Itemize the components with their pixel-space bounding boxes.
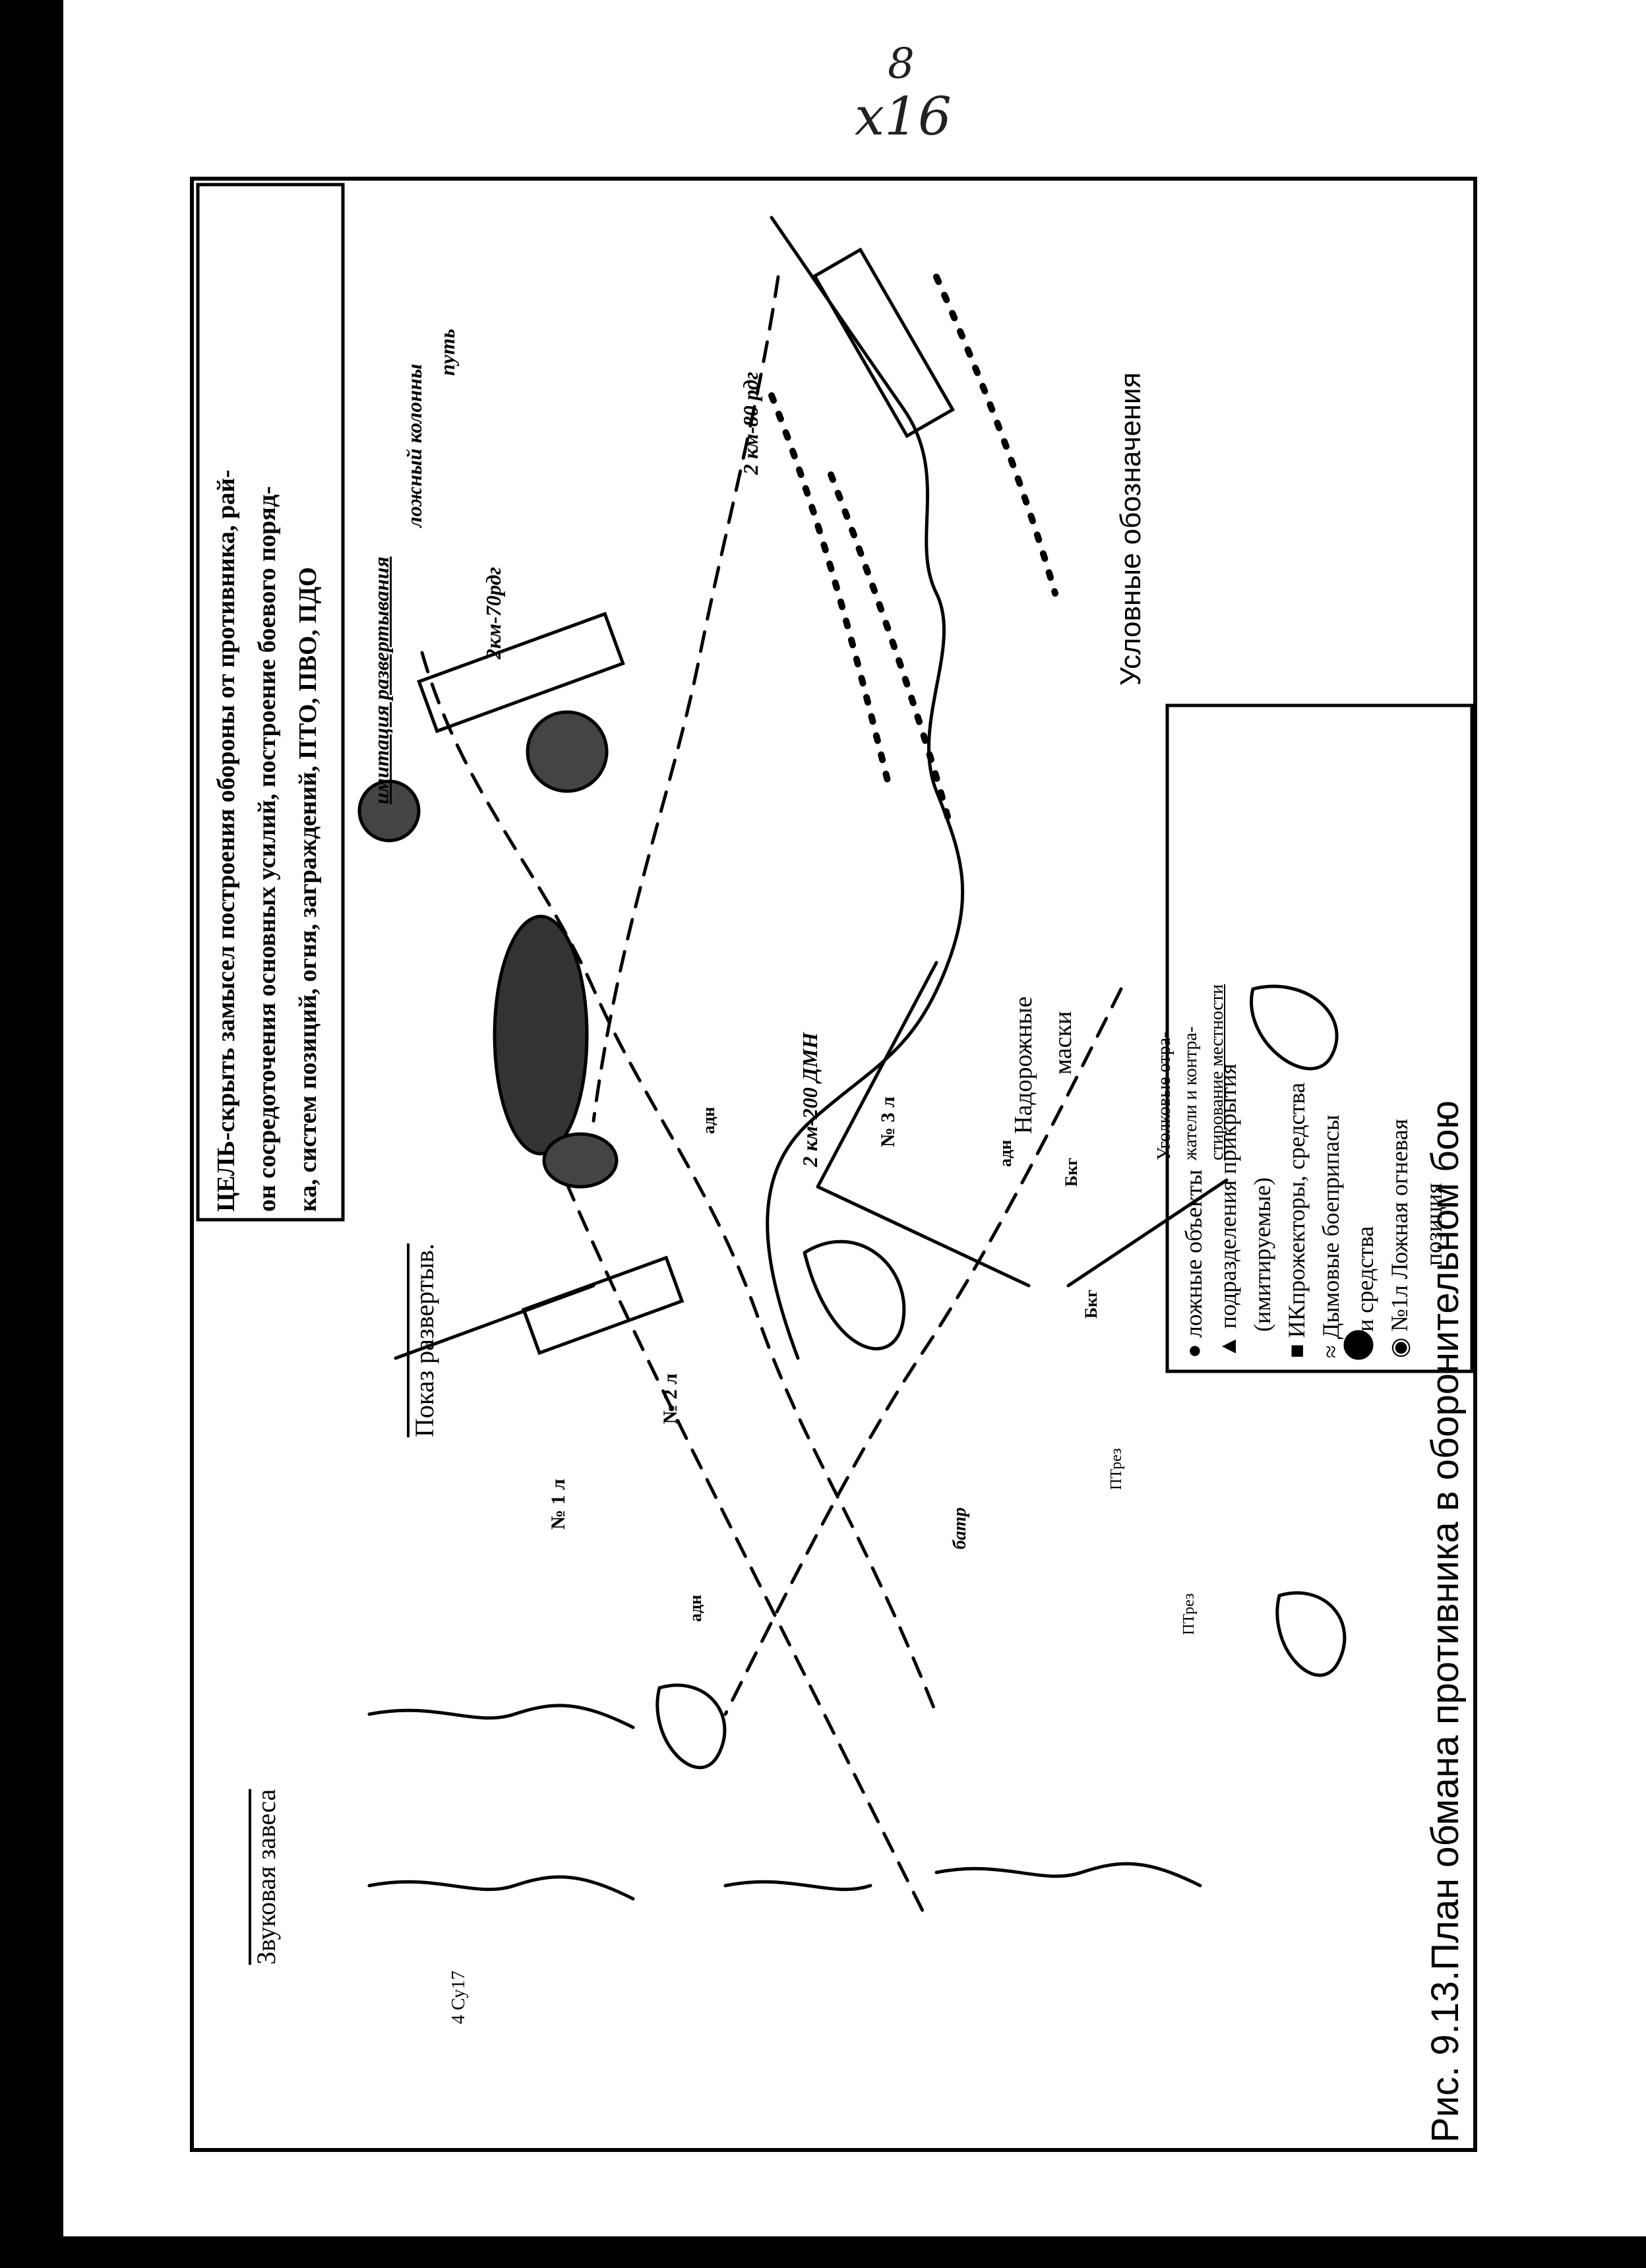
ground-line-4 (934, 1862, 1202, 1888)
label-position-2l: № 2 л (659, 1373, 681, 1424)
arrow-line-4 (816, 961, 938, 1189)
label-adn-1: адн (699, 1106, 718, 1134)
label-position-1l: № 1 л (547, 1479, 569, 1530)
map-frame (190, 177, 1477, 2152)
legend-frame (1165, 703, 1474, 1373)
smoke-ammo-icon: ≈ (1318, 1339, 1344, 1358)
contour-4 (655, 1683, 727, 1770)
label-false-column-1: ложный колонны (402, 363, 426, 527)
arrow-line-3 (816, 1185, 1031, 1288)
figure-caption: Рис. 9.13.План обмана противника в оборо… (1424, 1100, 1467, 2143)
ground-line-3 (723, 1880, 872, 1892)
ir-projector-icon: ■ (1283, 1338, 1310, 1358)
contour-1 (803, 1239, 906, 1351)
scan-bottom-edge (0, 2236, 1646, 2268)
ground-line-2 (367, 1875, 635, 1901)
legend-item-false-objects: ● ложные объекты (1180, 1169, 1207, 1358)
label-bg-1: Бкг (1062, 1158, 1081, 1187)
label-ptrez-2: ПТрез (1180, 1593, 1198, 1635)
route-dashed-1 (420, 651, 938, 1716)
legend-item-false-position: ◉ №1л Ложная огневая (1386, 1118, 1413, 1358)
label-deployment-imitation: имитация развертывания (369, 556, 393, 804)
legend-item-smoke-cont: и средства (1352, 1226, 1378, 1332)
false-column-1 (417, 611, 625, 734)
label-position-3l: № 3 л (877, 1096, 899, 1147)
legend-item-ir-projectors: ■ ИКпрожекторы, средства (1283, 1083, 1310, 1358)
legend-item-smoke: ≈ Дымовые боеприпасы (1318, 1114, 1344, 1358)
label-false-column-2: путь (435, 328, 459, 376)
black-dot (1343, 1330, 1374, 1360)
legend-item-cover-units-cont: (имитируемые) (1249, 1177, 1275, 1332)
contour-3 (1275, 1591, 1347, 1677)
legend-title: Условные обозначения (1114, 372, 1147, 686)
label-batr: батр (950, 1507, 970, 1549)
handwritten-note: 8 ⅹ16 (855, 40, 993, 185)
false-firing-position-icon: ◉ (1386, 1331, 1413, 1358)
hatched-area-4 (542, 1132, 619, 1189)
river-path (766, 216, 965, 1360)
goal-box: ЦЕЛЬ-скрыть замысел построения обороны о… (206, 191, 335, 1212)
label-deployment-show: Показ развертыв. (410, 1243, 439, 1437)
goal-box-frame (196, 183, 345, 1222)
label-distance-80: 2 км-80 рдг (739, 371, 762, 475)
route-dashed-3 (723, 987, 1123, 1716)
cover-unit-icon: ▲ (1215, 1328, 1241, 1358)
false-column-2 (812, 247, 956, 438)
label-ptrez-1: ПТрез (1108, 1448, 1125, 1490)
label-reflectors-1: Уголковые отра- (1154, 1031, 1174, 1160)
handwritten-line-1: 8 (888, 40, 915, 88)
front-dotted-2 (828, 471, 953, 827)
contour-2 (1250, 984, 1339, 1071)
handwritten-line-2: ⅹ16 (855, 86, 952, 147)
label-distance-200: 2 км-200 ДМН (798, 1032, 822, 1167)
scan-left-edge (0, 0, 63, 2268)
false-object-icon: ● (1180, 1338, 1207, 1358)
label-road-masks-2: маски (1049, 1011, 1077, 1075)
route-dashed-4 (539, 1119, 925, 1914)
goal-line-1: ЦЕЛЬ-скрыть замысел построения обороны о… (212, 469, 240, 1212)
legend-item-cover-units: ▲ подразделения прикрытия (1215, 1063, 1241, 1358)
front-dotted-1 (768, 392, 894, 794)
goal-line-2: он сосредоточения основных усилий, постр… (253, 486, 281, 1212)
arrow-line-2 (1066, 1178, 1229, 1288)
goal-line-3: ка, систем позиций, огня, заграждений, П… (294, 567, 322, 1212)
false-column-3 (521, 1255, 685, 1356)
label-road-masks-1: Надорожные (1010, 996, 1037, 1134)
label-distance-70: 2км-70рдг (481, 566, 505, 659)
front-dotted-3 (933, 274, 1058, 597)
hatched-area-1 (493, 914, 589, 1156)
route-dashed-2 (592, 275, 780, 1123)
label-bg-2: Бкг (1082, 1290, 1101, 1319)
label-adn-2: адн (686, 1594, 705, 1622)
label-su17: 4 Су17 (448, 1971, 469, 2024)
hatched-area-3 (357, 779, 421, 843)
ground-line-1 (367, 1704, 635, 1729)
label-sound-screen: Звуковая завеса (251, 1789, 281, 1965)
label-adn-3: адн (996, 1139, 1015, 1167)
hatched-area-2 (526, 710, 609, 793)
